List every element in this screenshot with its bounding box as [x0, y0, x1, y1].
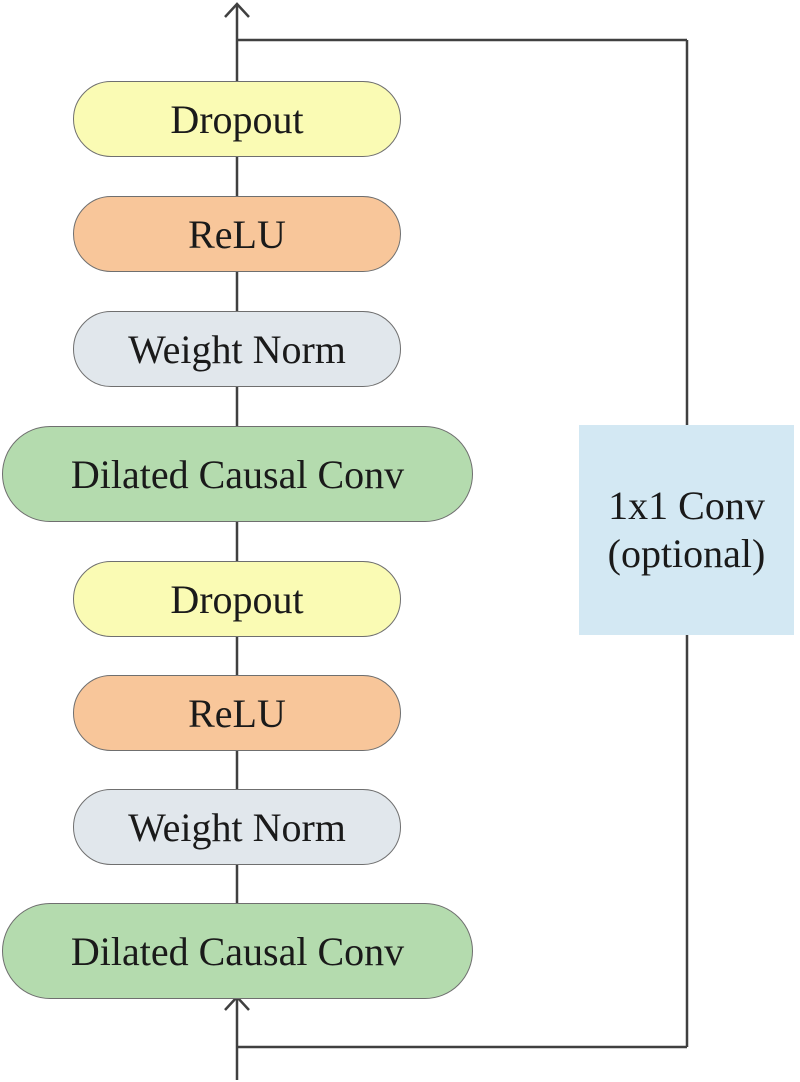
shortcut-conv-label: 1x1 Conv	[608, 483, 765, 528]
relu-bottom-label: ReLU	[188, 690, 286, 736]
relu-top-label: ReLU	[188, 211, 286, 257]
dropout-bottom-block: Dropout	[73, 561, 401, 637]
dropout-top-block: Dropout	[73, 81, 401, 157]
weight-norm-bottom-block: Weight Norm	[73, 789, 401, 865]
dropout-top-label: Dropout	[170, 96, 304, 142]
weight-norm-bottom-label: Weight Norm	[128, 804, 346, 850]
dilated-causal-conv-bottom-block: Dilated Causal Conv	[2, 903, 473, 999]
relu-top-block: ReLU	[73, 196, 401, 272]
output-arrowhead	[224, 2, 250, 18]
shortcut-conv-box: 1x1 Conv (optional)	[579, 425, 794, 635]
dropout-bottom-label: Dropout	[170, 576, 304, 622]
weight-norm-top-label: Weight Norm	[128, 326, 346, 372]
dilated-causal-conv-bottom-label: Dilated Causal Conv	[70, 928, 405, 974]
shortcut-optional-label: (optional)	[607, 531, 766, 576]
weight-norm-top-block: Weight Norm	[73, 311, 401, 387]
dilated-causal-conv-top-label: Dilated Causal Conv	[70, 451, 405, 497]
relu-bottom-block: ReLU	[73, 675, 401, 751]
dilated-causal-conv-top-block: Dilated Causal Conv	[2, 426, 473, 522]
